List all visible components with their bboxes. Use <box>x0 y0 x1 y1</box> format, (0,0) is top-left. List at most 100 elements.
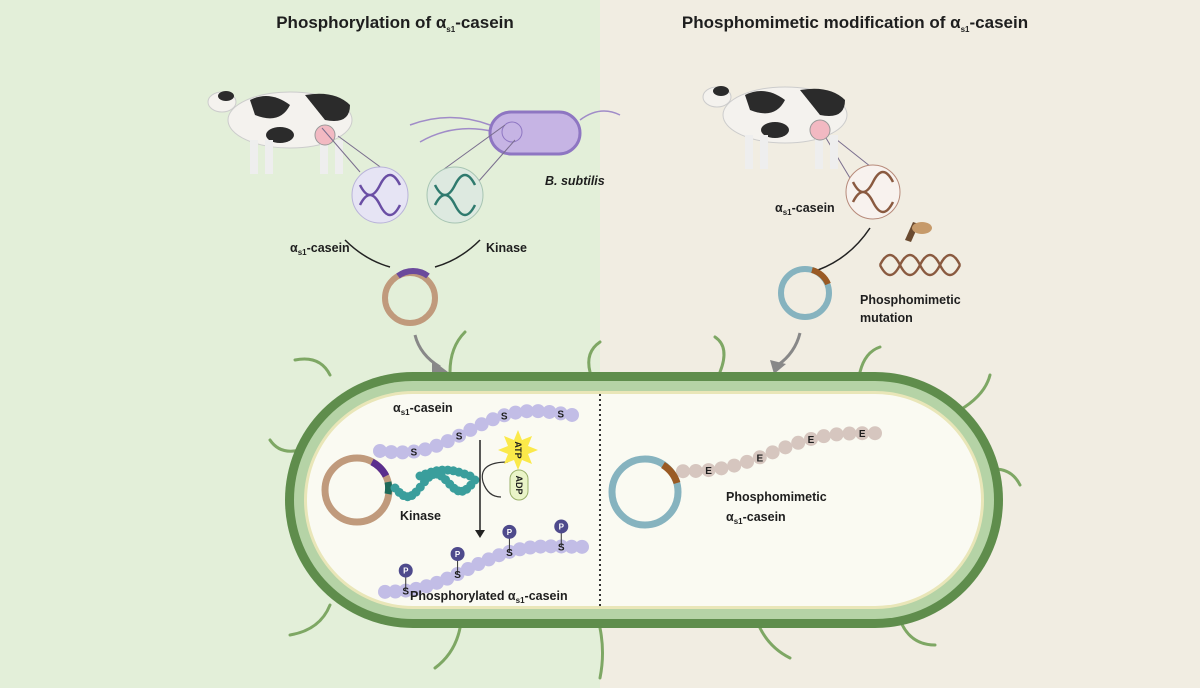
phosphorylated-casein-bead <box>523 540 538 555</box>
flagellum <box>858 345 882 374</box>
phosphomimetic-casein-bead <box>714 461 729 476</box>
phosphate-group <box>502 524 517 539</box>
mutation-label-line1: Phosphomimetic <box>860 293 961 307</box>
dna-kinase-icon <box>426 166 484 224</box>
left-kinase-label: Kinase <box>486 241 527 255</box>
residue-label: E <box>705 466 712 477</box>
casein-bead <box>474 417 489 432</box>
flagellum <box>713 335 726 374</box>
flagellum <box>598 626 604 680</box>
flagellum <box>758 626 792 660</box>
flagellum <box>288 603 332 637</box>
phosphomimetic-casein-bead <box>816 429 831 444</box>
casein-bead <box>463 422 478 437</box>
kinase-bead <box>415 471 425 481</box>
phosphorylated-casein-bead <box>564 539 579 554</box>
reaction-arrow-head <box>475 530 485 538</box>
flagellum <box>448 330 467 374</box>
casein-bead <box>565 407 579 422</box>
casein-bead <box>429 438 444 453</box>
dna-casein-right-icon <box>845 164 901 220</box>
atp-burst-icon <box>498 430 538 470</box>
phosphorylated-casein-bead <box>533 539 548 554</box>
left-casein-label: αs1-casein <box>290 241 350 257</box>
phosphomimetic-casein-bead <box>868 426 882 441</box>
arrow-head-right <box>770 360 786 374</box>
phosphomimetic-casein-bead <box>765 445 780 460</box>
cow-right-icon <box>702 86 848 169</box>
phosphomimetic-casein-bead <box>701 463 716 478</box>
residue-label: S <box>506 548 513 559</box>
casein-bead <box>519 404 534 419</box>
phosphorylated-casein-bead <box>378 584 392 599</box>
residue-label: S <box>456 432 463 443</box>
casein-bead <box>406 444 421 459</box>
phosphate-group <box>450 546 465 561</box>
casein-bead <box>384 445 399 460</box>
phosphomimetic-casein-bead <box>676 464 690 479</box>
phosphorylated-casein-bead <box>575 539 589 554</box>
residue-label: S <box>557 409 564 420</box>
casein-bead <box>497 408 512 423</box>
phosphorylated-casein-bead <box>460 562 475 577</box>
left-title: Phosphorylation of αs1-casein <box>276 13 514 34</box>
flagellum <box>293 357 332 377</box>
phosphomimetic-casein-bead <box>804 431 818 446</box>
cell-casein-label: αs1-casein <box>393 401 453 417</box>
residue-label: S <box>454 570 461 581</box>
dna-mutation-pen-icon <box>878 222 962 277</box>
right-title: Phosphomimetic modification of αs1-casei… <box>682 13 1028 34</box>
phosphomimetic-casein-bead <box>740 454 754 469</box>
phosphate-label: P <box>507 528 513 537</box>
phosphate-label: P <box>455 550 461 559</box>
flagellum <box>958 373 992 412</box>
flagellum <box>433 626 462 670</box>
cell-right-plasmid-icon <box>608 455 682 529</box>
casein-bead <box>485 412 500 427</box>
flagellum <box>587 340 602 374</box>
residue-label: E <box>756 453 763 464</box>
phosphate-label: P <box>403 567 409 576</box>
casein-bead <box>418 442 433 457</box>
phosphate-group <box>398 563 413 578</box>
phosphomimetic-casein-bead <box>688 463 703 478</box>
casein-bead <box>542 404 557 419</box>
b-subtilis-label: B. subtilis <box>545 174 605 188</box>
left-plasmid-icon <box>382 268 438 326</box>
phosphomimetic-casein-label-line2: αs1-casein <box>726 510 786 526</box>
casein-bead <box>508 405 523 420</box>
phosphorylated-casein-bead <box>512 542 527 557</box>
dna-casein-icon <box>351 166 409 224</box>
arrow-casein-to-plasmid <box>344 239 391 268</box>
residue-label: S <box>411 448 418 459</box>
phosphomimetic-casein-bead <box>855 426 870 441</box>
phosphomimetic-casein-label-line1: Phosphomimetic <box>726 490 827 504</box>
phosphorylated-casein-label: Phosphorylated αs1-casein <box>410 589 568 605</box>
casein-bead <box>531 404 546 419</box>
cow-left-icon <box>207 91 353 174</box>
arrow-kinase-to-plasmid <box>434 239 481 268</box>
phosphorylated-casein-bead <box>388 584 403 599</box>
adp-label: ADP <box>514 475 524 494</box>
casein-bead <box>553 406 568 421</box>
phosphate-group <box>554 519 569 534</box>
atp-label: ATP <box>513 441 523 458</box>
phosphomimetic-casein-bead <box>842 426 857 441</box>
cell-kinase-label: Kinase <box>400 509 441 523</box>
casein-bead <box>440 434 455 449</box>
phosphorylated-casein-bead <box>543 539 558 554</box>
casein-bead <box>373 443 387 458</box>
casein-bead <box>452 428 467 443</box>
phosphomimetic-casein-bead <box>778 440 793 455</box>
residue-label: S <box>558 542 565 553</box>
phosphomimetic-casein-bead <box>791 435 806 450</box>
adp-pill <box>509 469 529 501</box>
residue-label: E <box>859 429 866 440</box>
phosphomimetic-casein-bead <box>752 450 767 465</box>
right-casein-label: αs1-casein <box>775 201 835 217</box>
residue-label: S <box>402 587 409 598</box>
atp-adp-arrow <box>481 461 509 498</box>
arrow-casein-to-plasmid-right <box>817 227 871 271</box>
right-plasmid-icon <box>778 266 832 320</box>
